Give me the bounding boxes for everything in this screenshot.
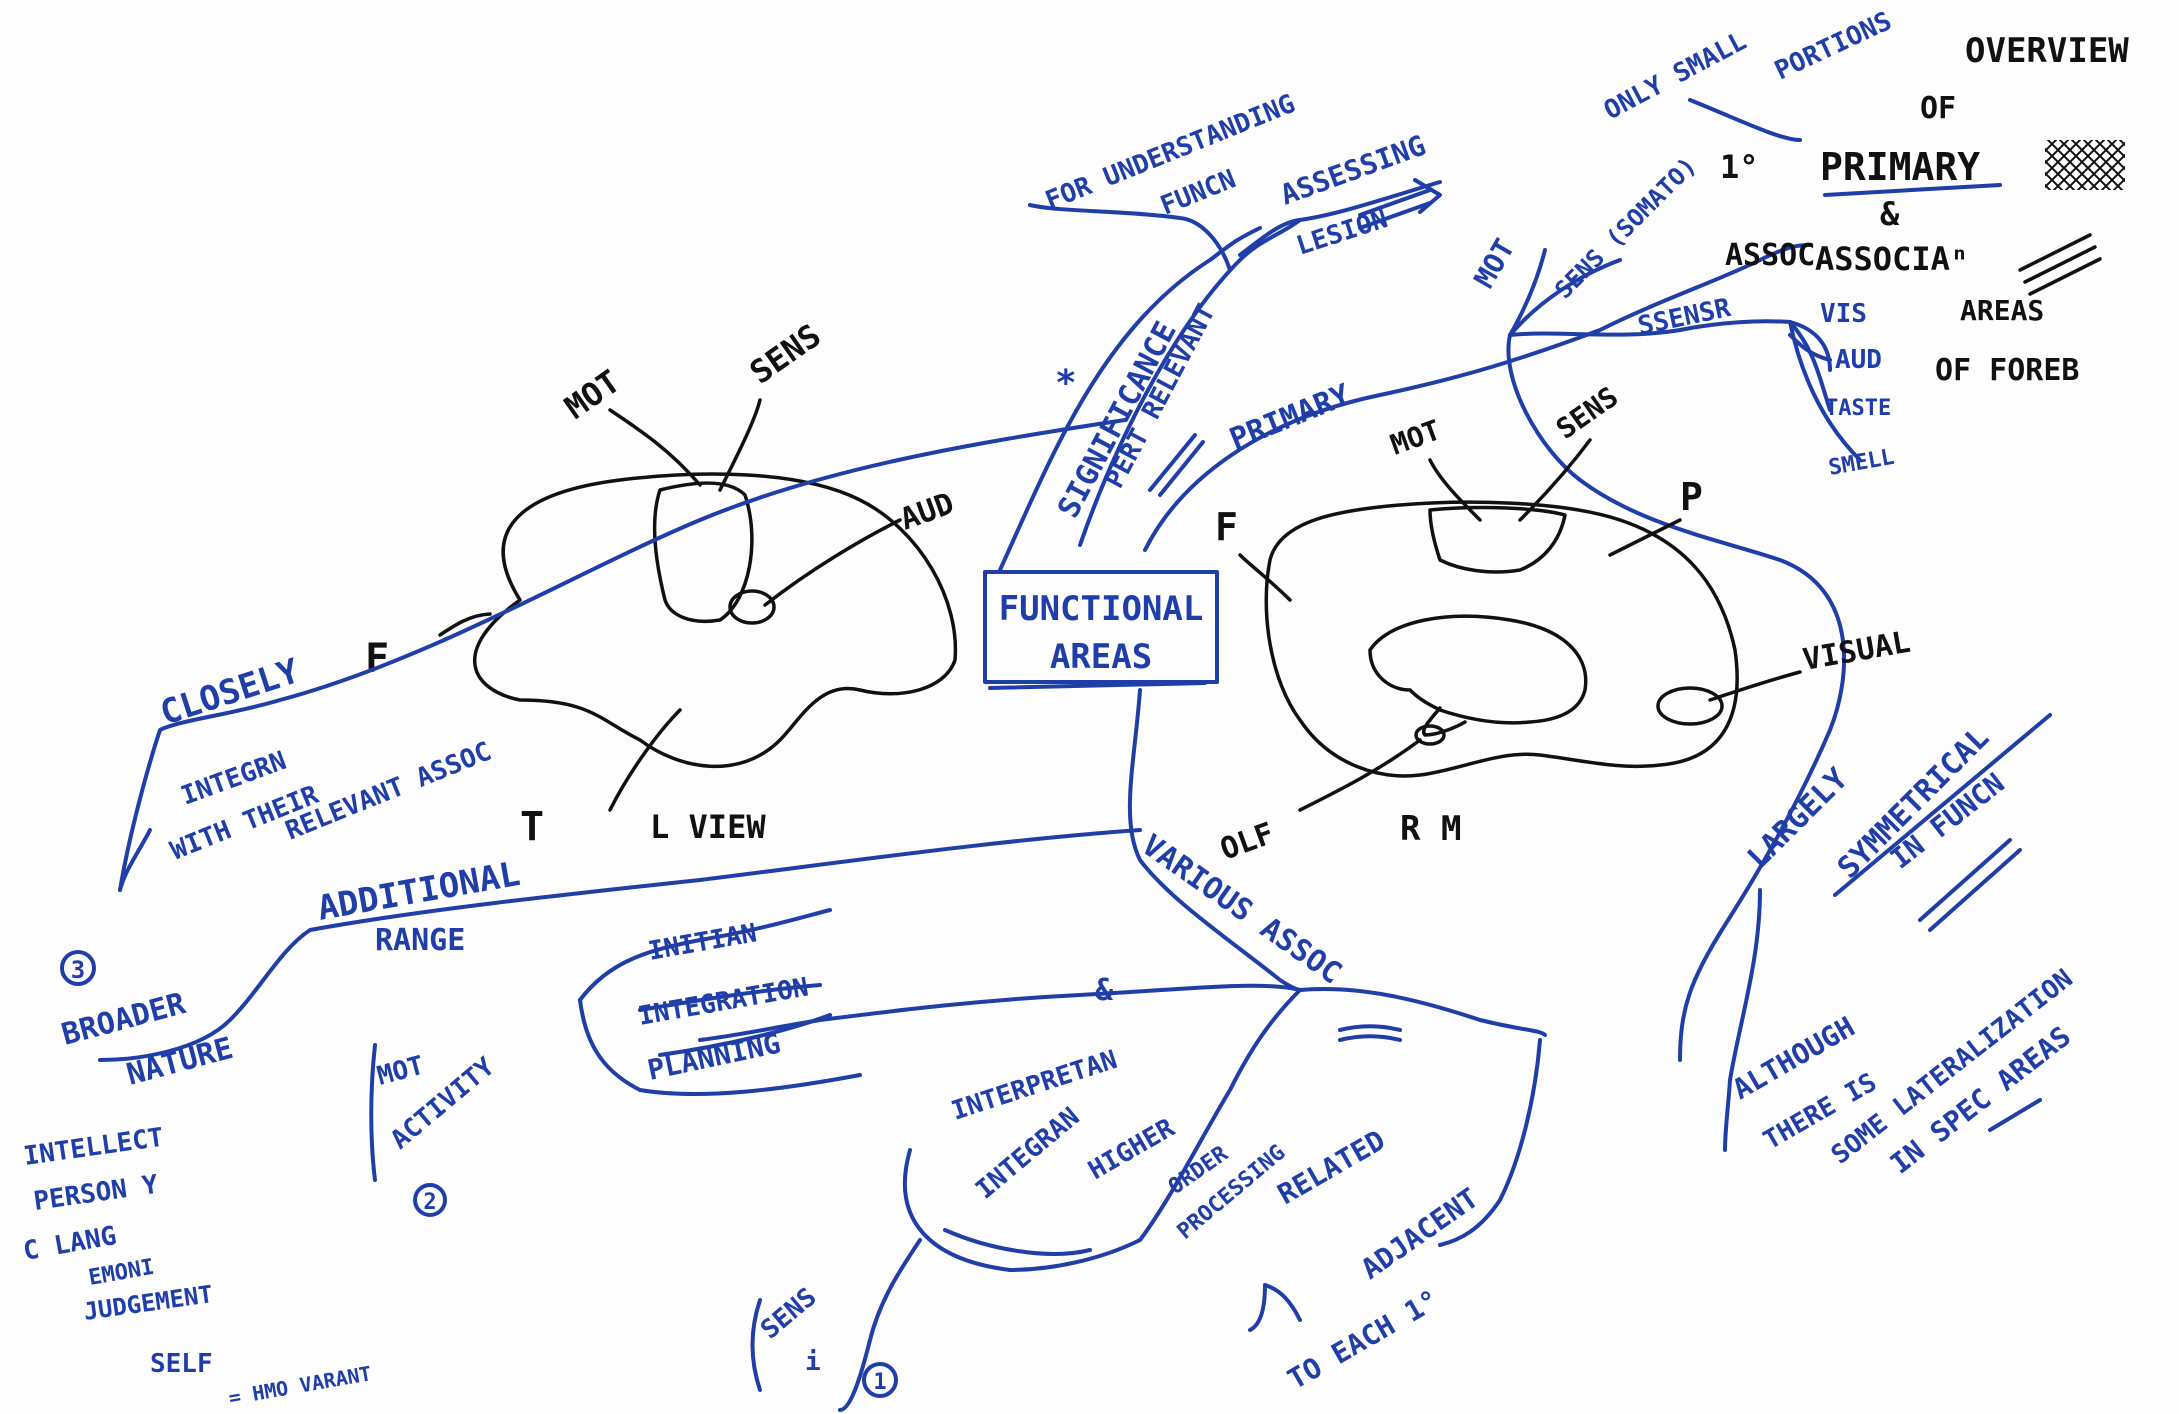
- primary-smell-label: SMELL: [1827, 445, 1897, 481]
- integration-label: INTEGRATION: [636, 972, 811, 1031]
- medial-view-label: R M: [1400, 809, 1461, 849]
- overview-one-degree: 1°: [1720, 148, 1759, 186]
- assoc-hatch-legend-icon: [2018, 233, 2102, 296]
- medial-sens-label: SENS: [1550, 380, 1624, 446]
- lateral-t-label: T: [520, 804, 544, 850]
- assoc-amp: &: [1095, 973, 1114, 1008]
- higher-label: HIGHER: [1084, 1113, 1181, 1186]
- lateral-primary-motor-area: [652, 481, 754, 623]
- planning-label: PLANNING: [645, 1027, 784, 1087]
- medial-f-label: F: [1215, 505, 1238, 549]
- integration2-label: INTEGRAN: [970, 1102, 1085, 1205]
- lateral-f-label: F: [365, 636, 389, 682]
- lateral-aud-label: AUD: [896, 486, 959, 537]
- num3-circle: [60, 950, 96, 986]
- overview-note: OVERVIEW OF 1° PRIMARY & ASSOC ASSOCIAⁿ …: [1720, 31, 2129, 388]
- lateral-brain-outline: [473, 472, 958, 769]
- portions-label: PORTIONS: [1770, 6, 1896, 86]
- central-label-1: FUNCTIONAL: [999, 589, 1204, 629]
- lesion-arrow-icon: [1358, 178, 1442, 230]
- primary-mot-label: MOT: [1467, 233, 1521, 293]
- num1-circle: [862, 1362, 898, 1398]
- funcn-label: FUNCN: [1156, 164, 1240, 221]
- medial-olf-label: OLF: [1216, 816, 1279, 867]
- overview-areas: AREAS: [1960, 294, 2044, 327]
- intellect-label: INTELLECT: [22, 1123, 166, 1172]
- primary-vis-label: VIS: [1820, 299, 1867, 329]
- initian-label: INITIAN: [646, 918, 759, 967]
- closely-label: CLOSELY: [155, 651, 304, 733]
- lateral-mot-label: MOT: [558, 362, 627, 426]
- primary-sens-label: SENS (SOMATO): [1549, 152, 1702, 305]
- range-label: RANGE: [375, 923, 465, 958]
- central-node: FUNCTIONAL AREAS: [983, 570, 1219, 690]
- c-lang-label: C LANG: [21, 1221, 119, 1267]
- primary-label: PRIMARY: [1225, 378, 1355, 458]
- broader-label: BROADER: [58, 986, 190, 1053]
- primary-hatch-legend-icon: [2045, 140, 2125, 190]
- interpretation-label: INTERPRETAN: [948, 1045, 1121, 1127]
- overview-amp: &: [1880, 195, 1900, 233]
- medial-corpus-callosum: [1368, 614, 1588, 725]
- num2-circle: [413, 1183, 447, 1217]
- self-label: SELF: [150, 1349, 213, 1379]
- num2-label: 2: [423, 1190, 436, 1215]
- branch-symmetrical: LARGELY SYMMETRICAL IN FUNCN ALTHOUGH TH…: [1723, 713, 2079, 1181]
- num3-label: 3: [71, 956, 85, 984]
- medial-brain-outline: [1264, 500, 1739, 778]
- only-small-label: ONLY SMALL: [1599, 26, 1751, 126]
- nature-label: NATURE: [123, 1031, 237, 1093]
- motor-label: MOT: [374, 1051, 427, 1092]
- person-y-label: PERSON Y: [32, 1170, 161, 1217]
- medial-primary-sensorimotor-area: [1428, 505, 1567, 574]
- lateral-view-label: L VIEW: [650, 808, 766, 846]
- overview-assoc: ASSOC: [1725, 238, 1815, 273]
- overview-of: OF: [1920, 91, 1956, 126]
- central-label-2: AREAS: [1050, 637, 1152, 677]
- overview-primary: PRIMARY: [1820, 145, 1980, 189]
- significance-star: *: [1055, 363, 1077, 404]
- medial-visual-area: [1656, 686, 1724, 726]
- branch-significance: SIGNIFICANCE * FOR UNDERSTANDING FUNCN A…: [998, 89, 1442, 572]
- sens-i-suffix: i: [805, 1347, 821, 1377]
- sens-i-label: SENS: [755, 1282, 822, 1345]
- lateral-aud-area: [728, 589, 776, 625]
- overview-of-foreb: OF FOREB: [1935, 353, 2080, 388]
- primary-aud-label: AUD: [1835, 345, 1882, 375]
- medial-mot-label: MOT: [1386, 413, 1445, 461]
- related-label: RELATED: [1272, 1123, 1391, 1211]
- overview-associan: ASSOCIAⁿ: [1815, 240, 1969, 278]
- overview-word: OVERVIEW: [1965, 31, 2129, 71]
- to-each-label: TO EACH 1°: [1282, 1283, 1444, 1396]
- primary-ssensr-label: SSENSR: [1635, 293, 1733, 342]
- num1-label: 1: [873, 1370, 886, 1395]
- branch-various-assoc: VARIOUS ASSOC INITIAN INTEGRATION PLANNI…: [369, 688, 1547, 1412]
- additional-label: ADDITIONAL: [315, 854, 524, 929]
- medial-visual-label: VISUAL: [1800, 625, 1913, 678]
- medial-p-label: P: [1680, 475, 1703, 519]
- central-box: [983, 570, 1219, 684]
- medial-olf-area: [1414, 724, 1446, 746]
- primary-taste-label: TASTE: [1825, 396, 1891, 421]
- lateral-sens-label: SENS: [743, 316, 828, 391]
- branch-closely: CLOSELY INTEGRN WITH THEIR RELEVANT ASSO…: [118, 418, 1127, 892]
- human-variant-label: = HMO VARANT: [227, 1361, 373, 1410]
- emoni-label: EMONI: [87, 1255, 157, 1291]
